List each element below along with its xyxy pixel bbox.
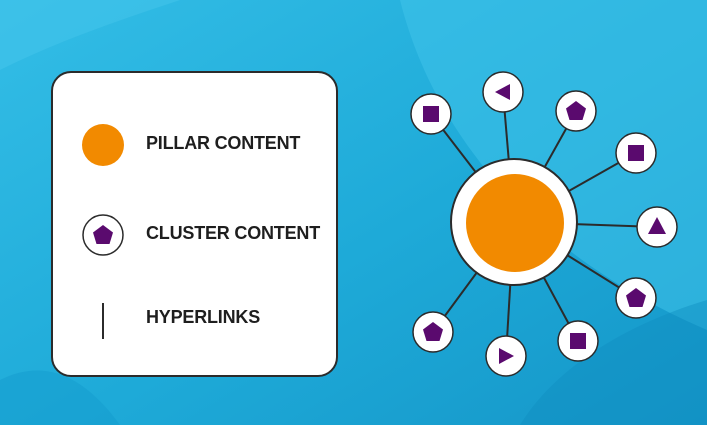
legend-item-hyperlinks: HYPERLINKS	[53, 289, 336, 349]
triangle-left-icon	[495, 84, 510, 100]
cluster-node	[555, 90, 597, 132]
pentagon-node-icon	[82, 214, 124, 256]
pentagon-icon	[423, 322, 443, 341]
legend-item-cluster: CLUSTER CONTENT	[53, 205, 336, 265]
square-icon	[628, 145, 644, 161]
legend-label-pillar: PILLAR CONTENT	[146, 133, 301, 153]
pentagon-icon	[566, 101, 586, 120]
cluster-node	[410, 93, 452, 135]
square-icon	[423, 106, 439, 122]
cluster-node	[482, 71, 524, 113]
line-icon	[102, 303, 104, 339]
triangle-right-icon	[499, 348, 514, 364]
legend-card: PILLAR CONTENT CLUSTER CONTENT HYPERLINK…	[51, 71, 338, 377]
orange-circle-icon	[82, 124, 124, 166]
cluster-node	[615, 277, 657, 319]
triangle-up-icon	[648, 217, 666, 234]
legend-item-pillar: PILLAR CONTENT	[53, 115, 336, 175]
pentagon-icon	[626, 288, 646, 307]
square-icon	[570, 333, 586, 349]
pillar-node	[450, 158, 578, 286]
cluster-node	[485, 335, 527, 377]
legend-label-cluster: CLUSTER CONTENT	[146, 223, 320, 243]
pillar-circle	[466, 174, 564, 272]
cluster-node	[615, 132, 657, 174]
legend-label-hyperlinks: HYPERLINKS	[146, 307, 261, 327]
cluster-node	[557, 320, 599, 362]
cluster-node	[636, 206, 678, 248]
cluster-node	[412, 311, 454, 353]
